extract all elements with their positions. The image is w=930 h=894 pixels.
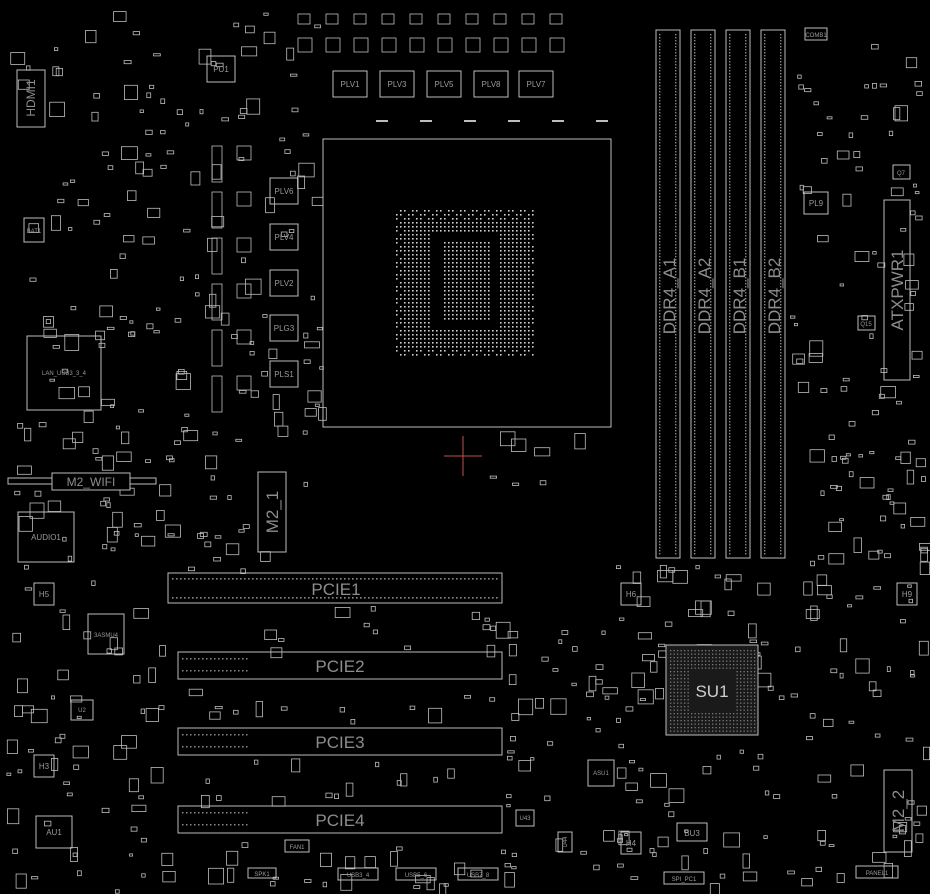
vrm-top-row: PLV1 PLV3 PLV5 PLV8 PLV7 — [332, 70, 554, 98]
label-pl9: PL9 — [809, 199, 824, 208]
label-m2-1: M2_1 — [263, 491, 282, 534]
label-pcie4: PCIE4 — [315, 811, 364, 830]
label-m2-wifi: M2_WIFI — [67, 475, 116, 489]
label-pcie2: PCIE2 — [315, 657, 364, 676]
label-spi-pc1: SPI_PC1 — [672, 877, 697, 883]
label-su1: SU1 — [695, 682, 728, 701]
mounting-holes: H5 H6 H9 H3 H4 — [33, 582, 918, 855]
pcie-pin-rows — [172, 578, 498, 826]
label-panel1: PANEL1 — [866, 871, 889, 877]
label-fan1: FAN1 — [289, 845, 305, 851]
cpu-pin-field — [396, 210, 534, 356]
bottom-headers: USB3_4 USB5_6 USB7_8 PANEL1 SPK1 FAN1 SP… — [247, 27, 899, 885]
m2-1-slot — [257, 471, 287, 553]
label-pcie3: PCIE3 — [315, 733, 364, 752]
label-usb7-8: USB7_8 — [467, 873, 490, 879]
label-plv5: PLV5 — [435, 80, 455, 89]
label-h6: H6 — [626, 590, 637, 599]
label-asu1: ASU1 — [593, 771, 609, 777]
label-usb5-6: USB5_6 — [405, 873, 428, 879]
label-plv6: PLV6 — [275, 187, 295, 196]
label-ddr4-a2: DDR4_A2 — [695, 258, 714, 335]
lan-usb-connector — [26, 335, 102, 411]
label-h5: H5 — [39, 590, 50, 599]
label-plv8: PLV8 — [482, 80, 502, 89]
label-bu3: BU3 — [684, 829, 700, 838]
label-h3: H3 — [39, 762, 50, 771]
label-plv7: PLV7 — [527, 80, 547, 89]
label-comb1: COMB1 — [805, 33, 827, 39]
ddr4-slots: DDR4_A1 DDR4_A2 DDR4_B1 DDR4_B2 — [655, 29, 786, 559]
label-u43: U43 — [519, 816, 531, 822]
label-u2: U2 — [78, 708, 86, 714]
label-ddr4-b1: DDR4_B1 — [730, 258, 749, 335]
chipset-pin-field — [670, 650, 756, 732]
label-au1: AU1 — [46, 828, 62, 837]
label-pls1: PLS1 — [274, 370, 294, 379]
label-q15: Q15 — [860, 322, 872, 328]
label-pu1: PU1 — [213, 65, 229, 74]
label-m2-2: M2_2 — [889, 790, 908, 833]
label-plv3: PLV3 — [388, 80, 408, 89]
label-ddr4-b2: DDR4_B2 — [765, 258, 784, 335]
label-hdmi1: HDMI1 — [24, 79, 38, 117]
background-components — [6, 11, 930, 894]
label-asmu4: 3ASMU4 — [94, 633, 119, 639]
label-plv1: PLV1 — [341, 80, 361, 89]
label-plg3: PLG3 — [274, 324, 295, 333]
label-atxpwr1: ATXPWR1 — [888, 250, 907, 331]
cpu-socket — [322, 138, 612, 428]
label-audio1: AUDIO1 — [31, 533, 61, 542]
label-pcie1: PCIE1 — [311, 580, 360, 599]
label-spk1: SPK1 — [254, 872, 270, 878]
label-bat1: BAT1 — [27, 229, 42, 235]
ddr4-pin-rows — [659, 34, 782, 555]
audio-connector — [17, 511, 75, 563]
label-usb3-4: USB3_4 — [347, 873, 370, 879]
label-plv4: PLV4 — [275, 233, 295, 242]
label-q7: Q7 — [897, 171, 906, 177]
label-h4: H4 — [626, 839, 637, 848]
label-u44: U44 — [563, 836, 569, 848]
label-h9: H9 — [902, 590, 913, 599]
vrm-left-column: PLV6 PLV4 PLV2 PLG3 PLS1 — [269, 177, 299, 388]
label-lan-usb3: LAN_USB3_3_4 — [42, 371, 87, 377]
pcie-slots: PCIE1 PCIE2 PCIE3 PCIE4 — [167, 572, 503, 834]
label-ddr4-a1: DDR4_A1 — [660, 258, 679, 335]
origin-crosshair-marker — [444, 436, 482, 476]
label-plv2: PLV2 — [275, 279, 295, 288]
atx-power-connector — [883, 199, 911, 381]
m2-2-slot — [883, 769, 913, 853]
